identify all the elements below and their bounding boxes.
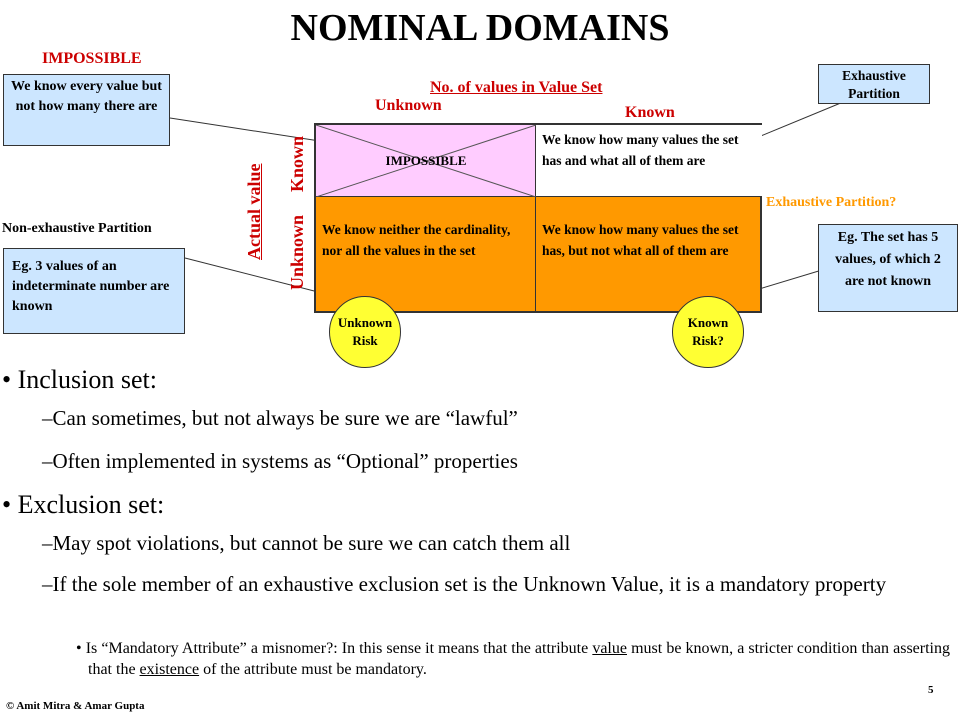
non-exhaustive-partition-label: Non-exhaustive Partition [2, 221, 152, 236]
exclusion-item-2-text: If the sole member of an exhaustive excl… [52, 572, 887, 596]
unknown-row-label: Unknown [287, 214, 307, 290]
bullet-dot: • [2, 490, 12, 519]
no-of-values-label: No. of values in Value Set [430, 79, 603, 96]
subitem-text-a: Is “Mandatory Attribute” a misnomer?: In… [85, 640, 589, 657]
bullet-dot: • [2, 365, 12, 394]
subitem-text-b: must be known, a stricter condition than… [88, 640, 951, 678]
matrix-cell-unknown-unknown: We know neither the cardinality, nor all… [316, 197, 536, 311]
exclusion-item-1: –May spot violations, but cannot be sure… [42, 531, 571, 555]
subitem-text-c: of the attribute must be mandatory. [203, 661, 427, 678]
exhaustive-partition-question: Exhaustive Partition? [766, 195, 897, 210]
matrix-cell-known-known: We know how many values the set has and … [536, 125, 762, 197]
actual-value-label: Actual value [244, 163, 264, 261]
page-title: NOMINAL DOMAINS [290, 7, 670, 49]
known-row-label: Known [287, 135, 307, 192]
matrix-cell-impossible: IMPOSSIBLE [316, 125, 536, 197]
exclusion-set-heading: Exclusion set: [17, 490, 165, 519]
inclusion-set-heading: Inclusion set: [17, 365, 157, 394]
eg3-callout: Eg. 3 values of an indeterminate number … [3, 248, 185, 334]
cross-out-mark [316, 125, 536, 197]
impossible-callout: We know every value but not how many the… [3, 74, 170, 146]
exclusion-set-bullet: • Exclusion set: [2, 490, 164, 520]
matrix-cell-unknown-known: We know how many values the set has, but… [542, 222, 739, 258]
impossible-cell-text: IMPOSSIBLE [385, 153, 467, 168]
impossible-label: IMPOSSIBLE [42, 50, 142, 67]
exclusion-item-2: –If the sole member of an exhaustive exc… [42, 572, 887, 596]
subitem-value-word: value [592, 640, 627, 657]
eg5-callout: Eg. The set has 5 values, of which 2 are… [818, 224, 958, 312]
domain-matrix: IMPOSSIBLE We know how many values the s… [314, 123, 762, 313]
inclusion-item-1: –Can sometimes, but not always be sure w… [42, 406, 518, 430]
mandatory-attribute-subitem: • Is “Mandatory Attribute” a misnomer?: … [76, 640, 951, 678]
exhaustive-partition-callout: Exhaustive Partition [818, 64, 930, 104]
inclusion-item-2: –Often implemented in systems as “Option… [42, 449, 518, 473]
unknown-column-label: Unknown [375, 97, 442, 114]
unknown-risk-circle: Unknown Risk [329, 296, 401, 368]
inclusion-item-2-text: Often implemented in systems as “Optiona… [52, 449, 518, 473]
subitem-existence-word: existence [139, 661, 200, 678]
inclusion-set-bullet: • Inclusion set: [2, 365, 157, 395]
exclusion-item-1-text: May spot violations, but cannot be sure … [52, 531, 571, 555]
inclusion-item-1-text: Can sometimes, but not always be sure we… [52, 406, 518, 430]
known-risk-circle: Known Risk? [672, 296, 744, 368]
page-number: 5 [928, 684, 934, 696]
copyright-footer: © Amit Mitra & Amar Gupta [6, 700, 145, 712]
known-column-label: Known [625, 104, 675, 121]
